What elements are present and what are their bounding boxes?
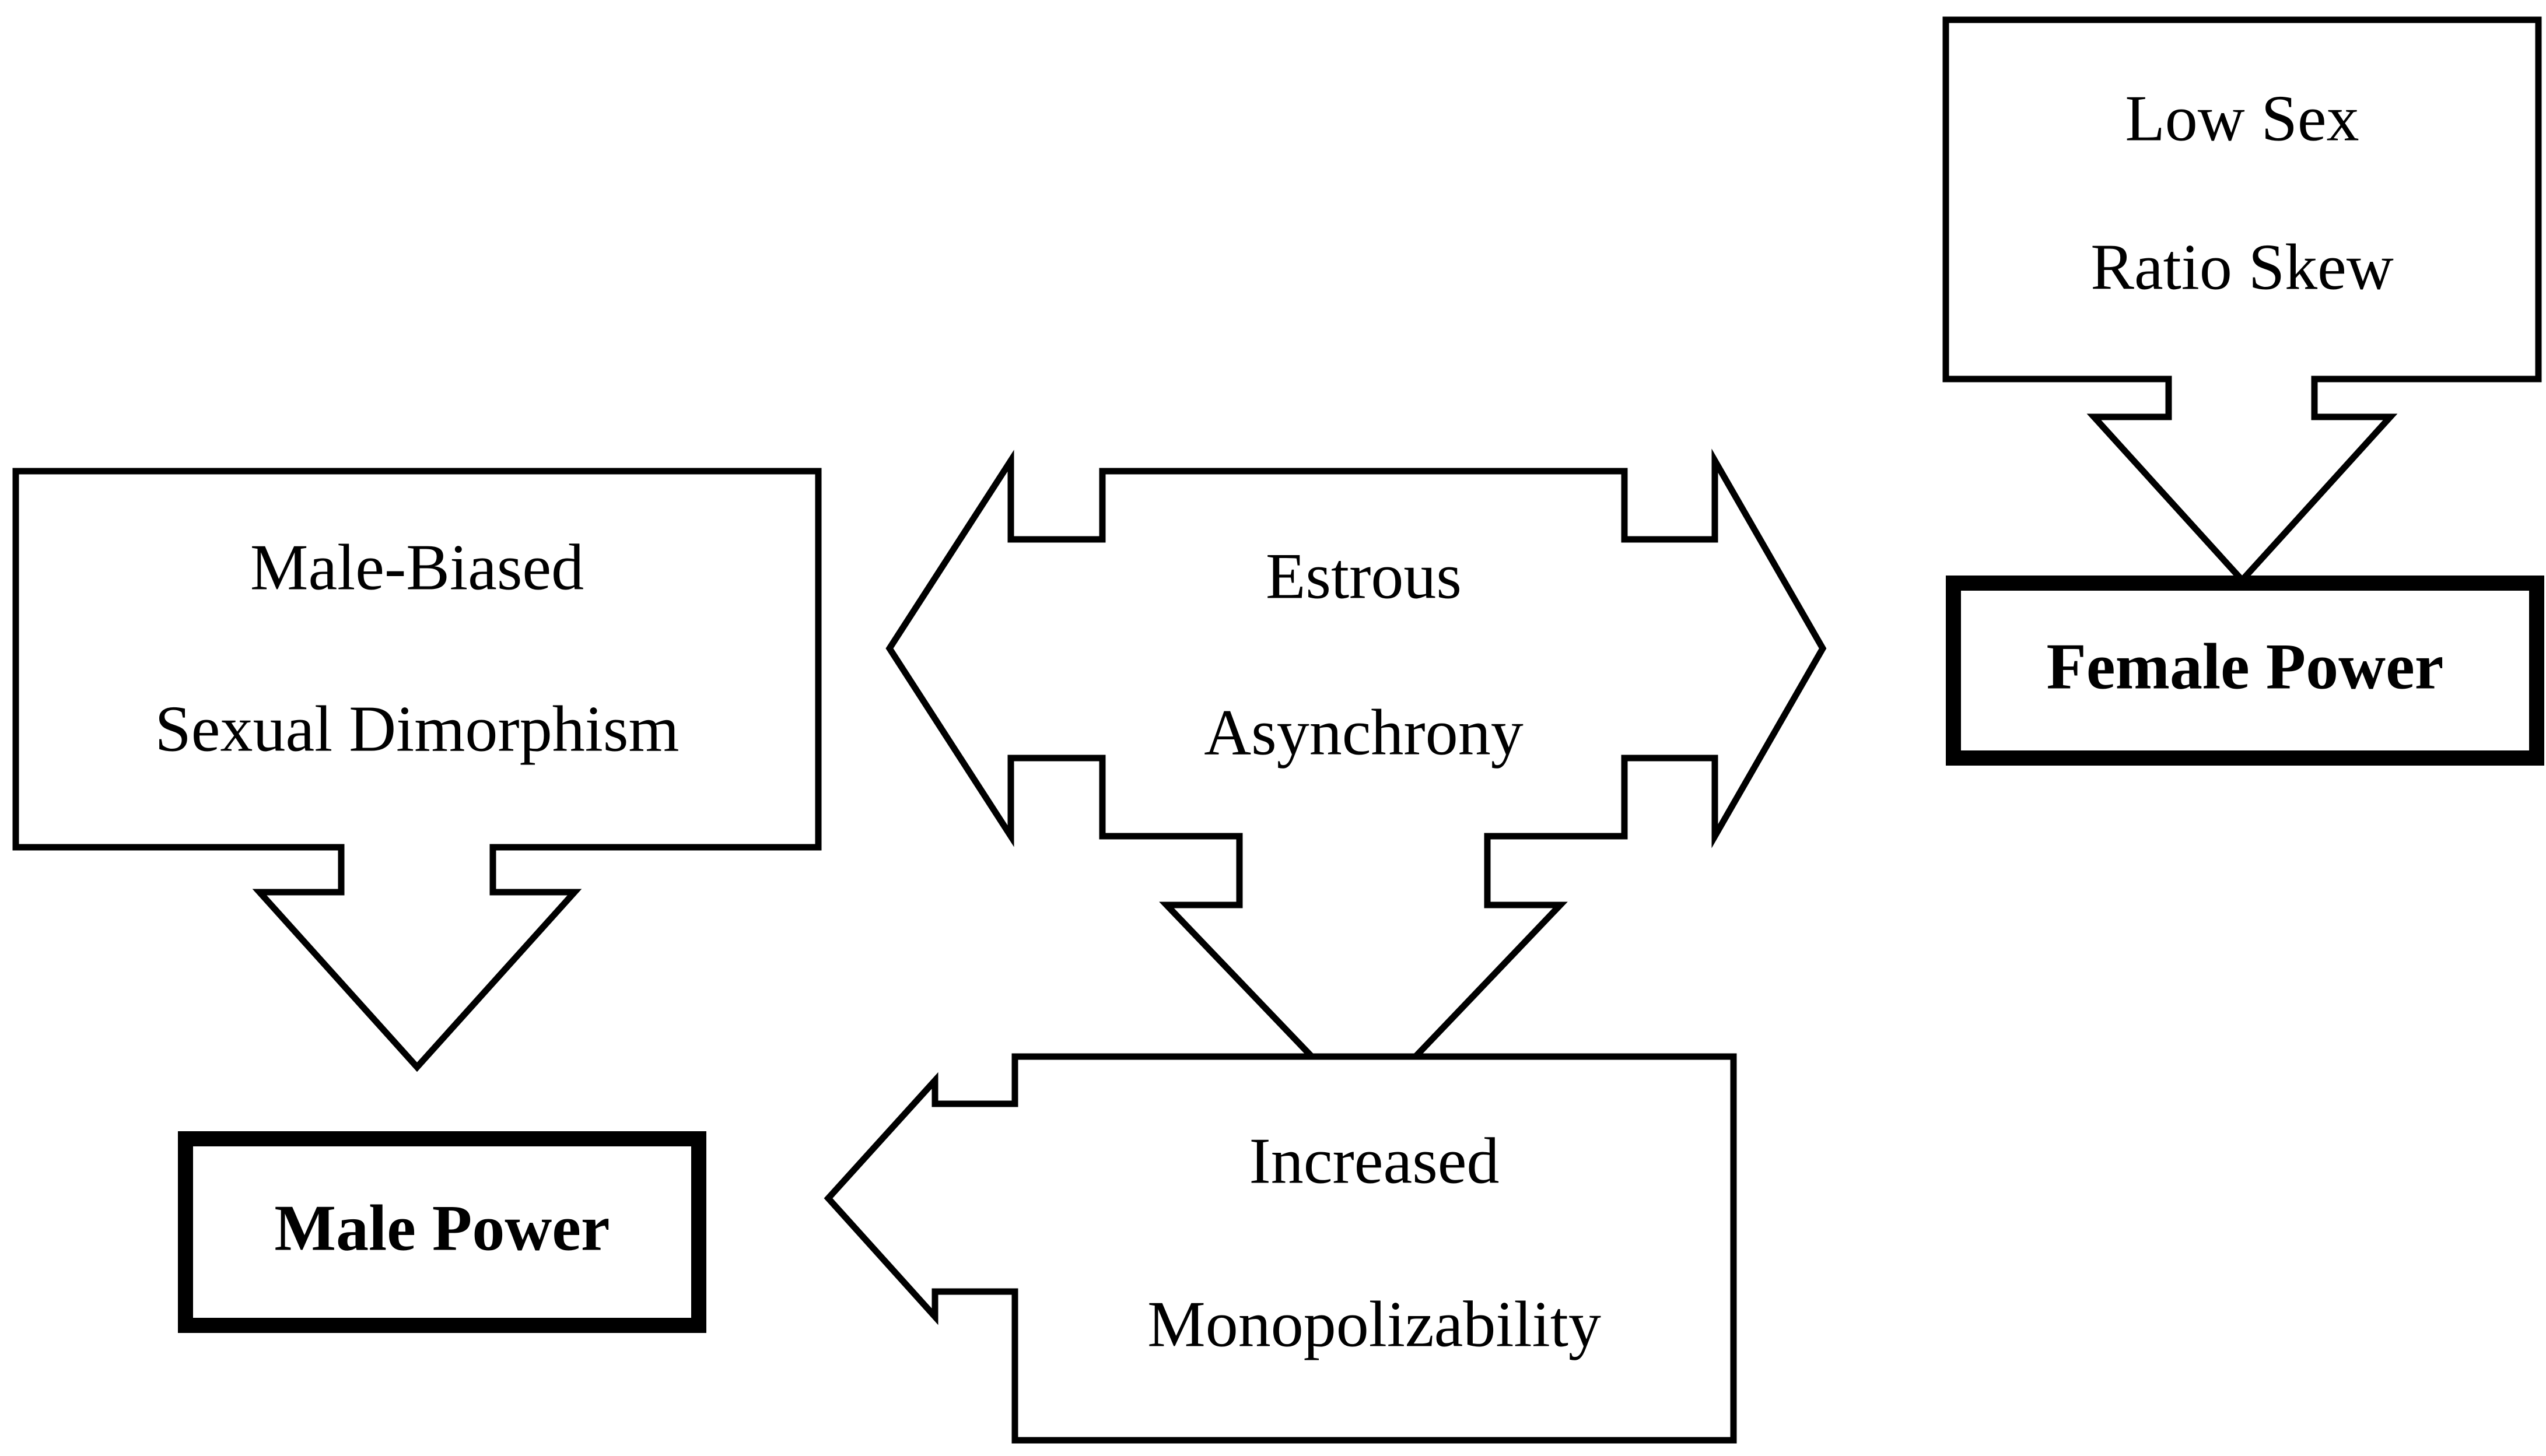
low-sex-ratio-skew-line2: Ratio Skew [2090, 231, 2394, 304]
estrous-asynchrony-line2: Asynchrony [1204, 697, 1523, 769]
increased-monopolizability-line2: Monopolizability [1147, 1289, 1601, 1361]
male-biased-sexual-dimorphism-shape[interactable] [12, 468, 822, 1072]
node-increased-monopolizability[interactable]: Increased Monopolizability [824, 1053, 1737, 1444]
low-sex-ratio-skew-shape[interactable] [1942, 16, 2542, 585]
male-power-label: Male Power [274, 1192, 610, 1265]
female-power-label: Female Power [2047, 631, 2444, 703]
low-sex-ratio-skew-line1: Low Sex [2125, 83, 2359, 155]
female-power-box[interactable] [1946, 576, 2544, 766]
estrous-asynchrony-line1: Estrous [1266, 541, 1462, 613]
increased-monopolizability-line1: Increased [1249, 1125, 1499, 1198]
node-estrous-asynchrony[interactable]: Estrous Asynchrony [885, 448, 1827, 1115]
node-male-power[interactable]: Male Power [178, 1131, 706, 1333]
estrous-asynchrony-shape[interactable] [885, 448, 1827, 1115]
node-male-biased-sexual-dimorphism[interactable]: Male-Biased Sexual Dimorphism [12, 468, 822, 1072]
node-female-power[interactable]: Female Power [1946, 576, 2544, 766]
node-low-sex-ratio-skew[interactable]: Low Sex Ratio Skew [1942, 16, 2542, 585]
increased-monopolizability-shape[interactable] [824, 1053, 1737, 1444]
male-biased-sexual-dimorphism-line1: Male-Biased [250, 532, 584, 604]
male-power-box[interactable] [178, 1131, 706, 1333]
male-biased-sexual-dimorphism-line2: Sexual Dimorphism [155, 693, 679, 766]
